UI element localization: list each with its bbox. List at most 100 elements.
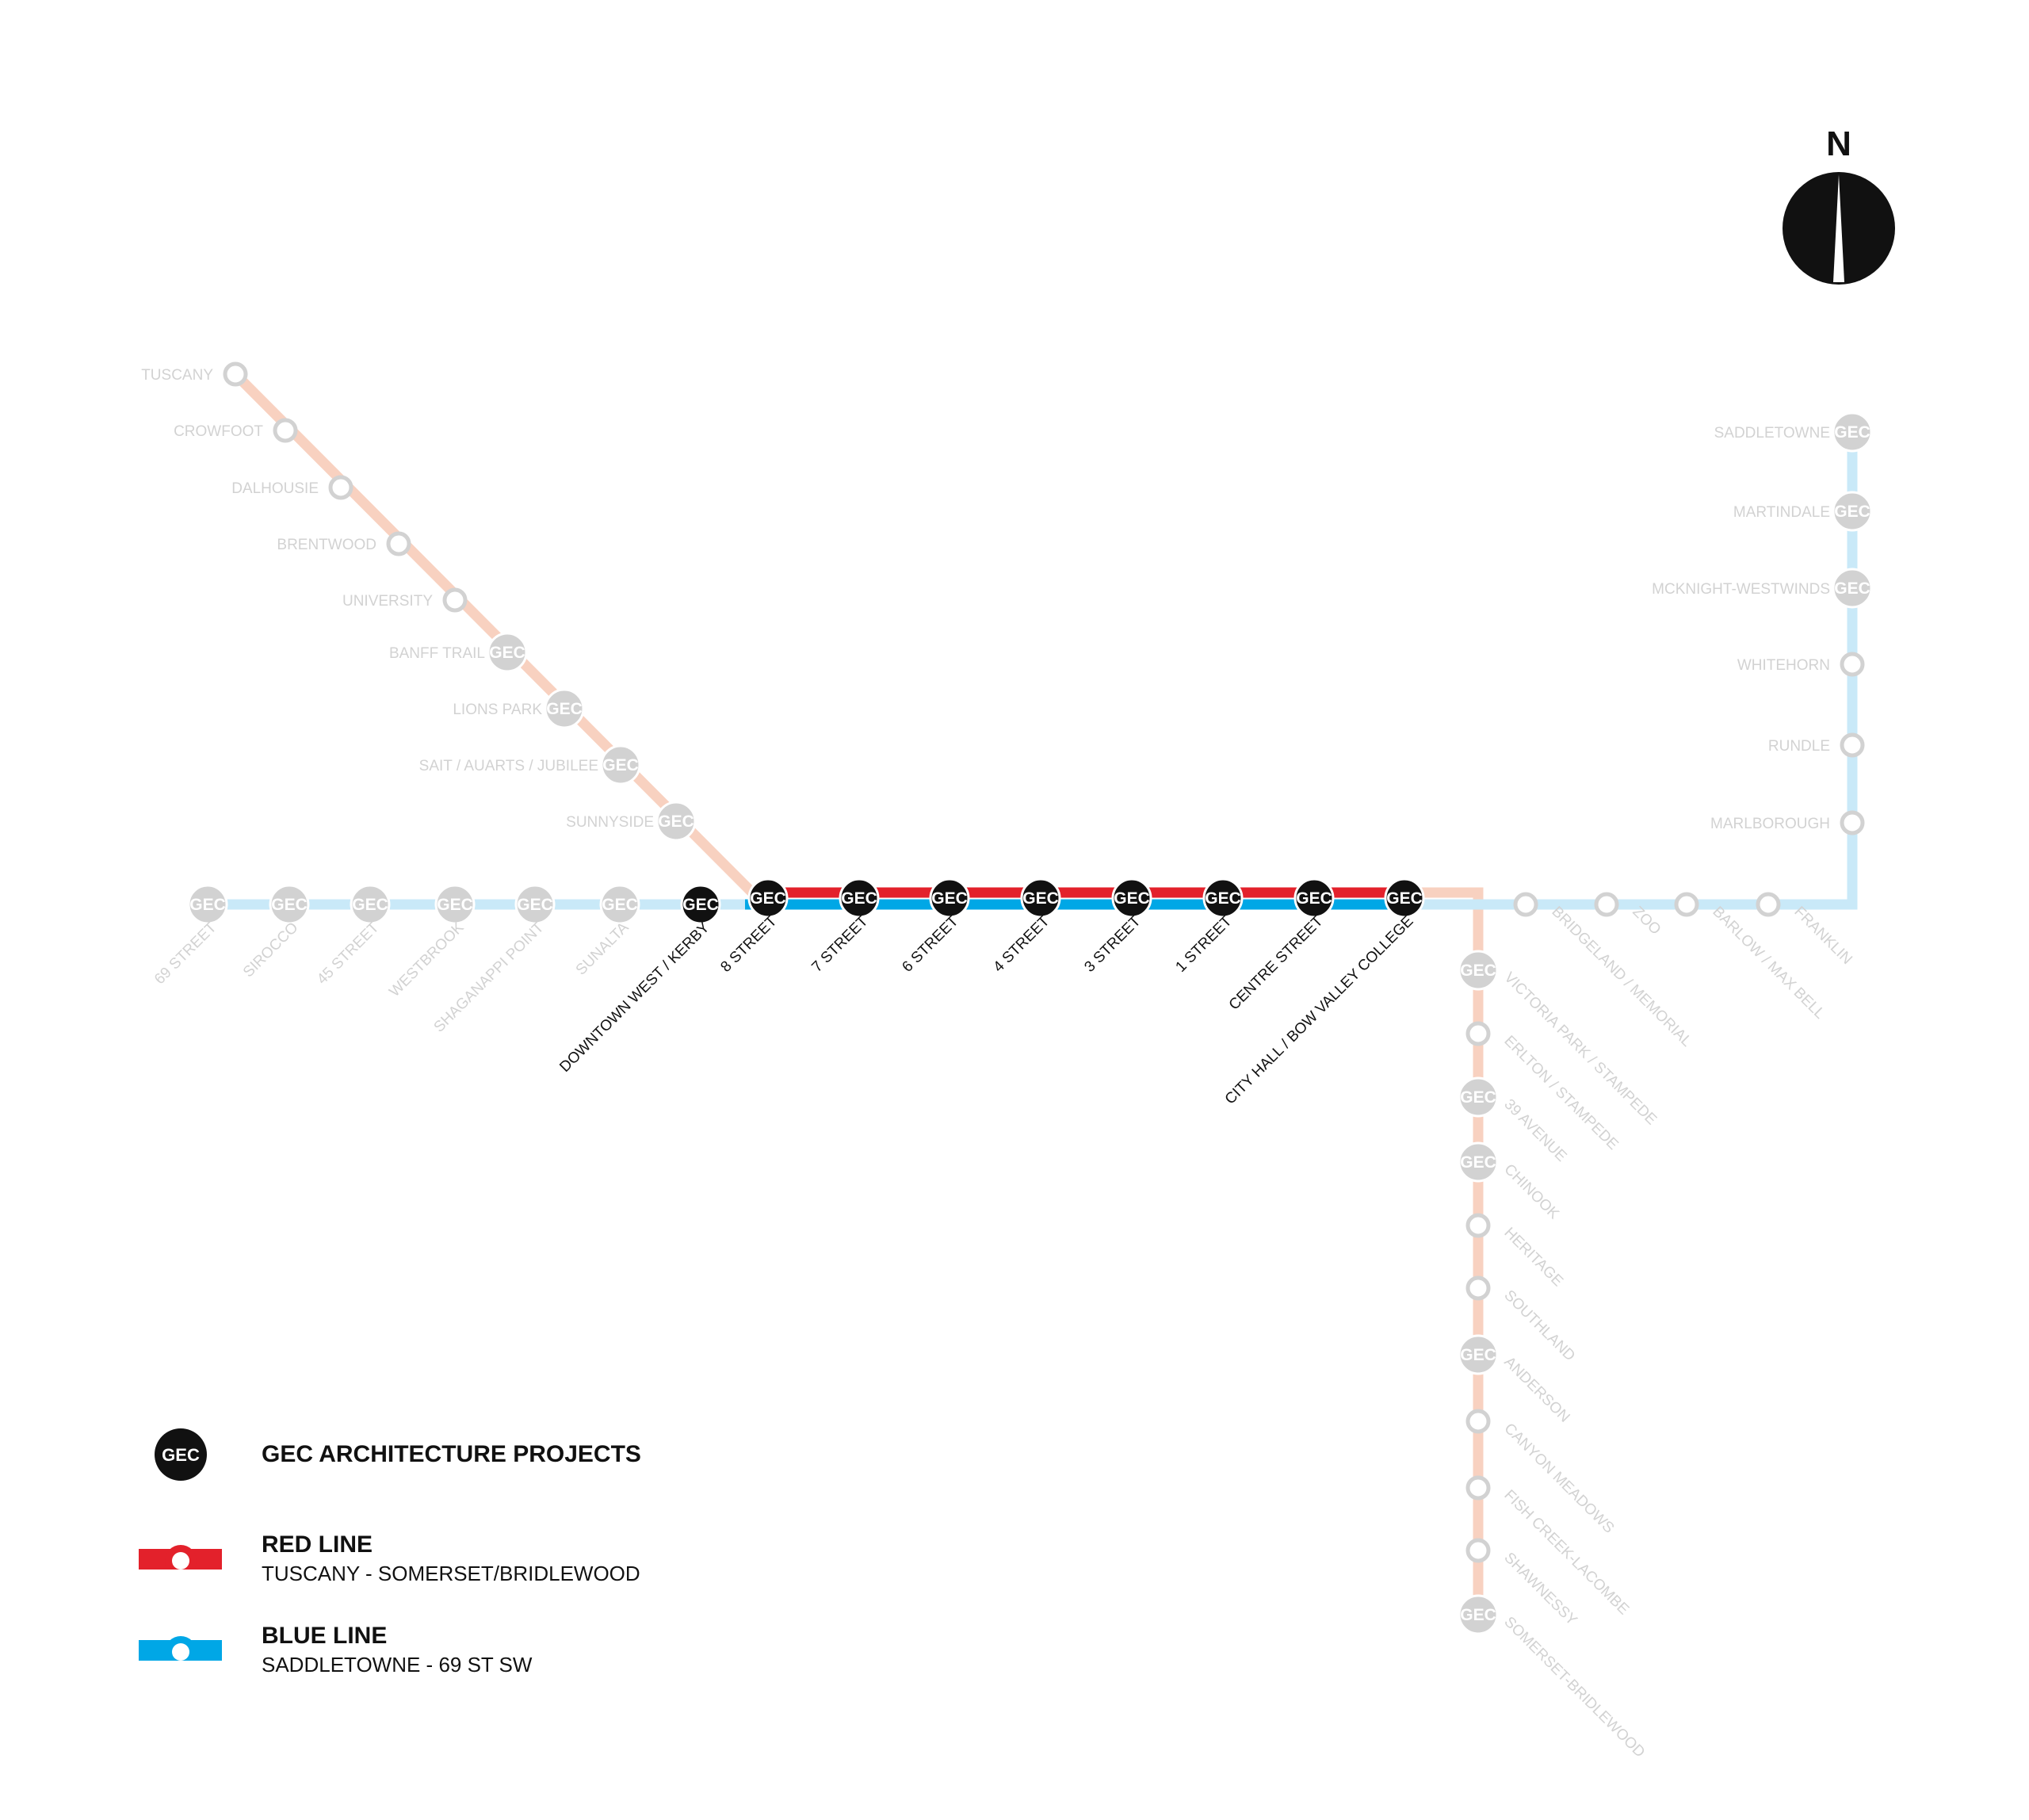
gec-badge-icon: [1458, 1334, 1499, 1375]
station-heritage[interactable]: [1465, 1213, 1491, 1238]
gec-badge-text: GEC: [602, 896, 638, 914]
gec-badge-icon: [1458, 1076, 1499, 1118]
gec-badge-text: GEC: [546, 700, 583, 718]
gec-badge-text: GEC: [1460, 1153, 1496, 1172]
station-southland[interactable]: [1465, 1275, 1491, 1301]
legend: GEC GEC ARCHITECTURE PROJECTS RED LINE T…: [135, 1427, 848, 1696]
gec-badge-text: GEC: [1296, 889, 1332, 908]
station-8-street[interactable]: GEC: [747, 878, 789, 919]
gec-badge-icon: [1020, 878, 1061, 919]
gec-badge-icon: [1458, 1141, 1499, 1183]
station-erlton-stampede[interactable]: [1465, 1021, 1491, 1046]
station-3-street[interactable]: GEC: [1111, 878, 1152, 919]
station-ring-icon: [273, 418, 298, 443]
station-sait-auarts-jubilee[interactable]: GEC: [600, 744, 641, 786]
gec-badge-text: GEC: [602, 756, 639, 774]
station-brentwood[interactable]: [386, 531, 411, 556]
gec-badge-text: GEC: [1022, 889, 1059, 908]
station-label: TUSCANY: [141, 367, 213, 384]
gec-badge-text: GEC: [352, 896, 388, 914]
station-shawnessy[interactable]: [1465, 1538, 1491, 1563]
station-mcknight-westwinds[interactable]: GEC: [1832, 568, 1873, 609]
station-barlow-max-bell[interactable]: [1674, 892, 1699, 917]
gec-badge-icon: GEC: [155, 1428, 207, 1481]
station-zoo[interactable]: [1594, 892, 1619, 917]
legend-blue-line-title: BLUE LINE: [262, 1623, 388, 1649]
gec-badge-text: GEC: [1834, 423, 1870, 442]
gec-badge-text: GEC: [517, 896, 553, 914]
station-label: 39 AVENUE: [1500, 1096, 1569, 1165]
station-label: SOMERSET-BRIDLEWOOD: [1500, 1614, 1648, 1761]
station-dalhousie[interactable]: [328, 475, 353, 500]
station-banff-trail[interactable]: GEC: [487, 632, 528, 673]
station-westbrook[interactable]: GEC: [434, 884, 476, 925]
station-label: 4 STREET: [990, 912, 1053, 975]
gec-badge-text: GEC: [1460, 1606, 1496, 1624]
station-fish-creek-lacombe[interactable]: [1465, 1475, 1491, 1501]
station-crowfoot[interactable]: [273, 418, 298, 443]
gec-badge-text: GEC: [841, 889, 877, 908]
station-69-street[interactable]: GEC: [187, 884, 228, 925]
station-franklin[interactable]: [1756, 892, 1781, 917]
gec-badge-text: GEC: [162, 1445, 200, 1465]
station-ring-icon: [1465, 1275, 1491, 1301]
station-martindale[interactable]: GEC: [1832, 491, 1873, 532]
station-label: 6 STREET: [899, 912, 961, 975]
station-rundle[interactable]: [1840, 732, 1865, 758]
station-label: ERLTON / STAMPEDE: [1500, 1033, 1621, 1153]
station-anderson[interactable]: GEC: [1458, 1334, 1499, 1375]
station-downtown-west-kerby[interactable]: GEC: [680, 884, 721, 925]
station-label: DOWNTOWN WEST / KERBY: [556, 919, 713, 1075]
station-label: CANYON MEADOWS: [1500, 1420, 1617, 1537]
station-label: UNIVERSITY: [342, 593, 433, 610]
station-ring-icon: [1465, 1021, 1491, 1046]
gec-badge-icon: [1832, 568, 1873, 609]
station-victoria-park-stampede[interactable]: GEC: [1458, 950, 1499, 991]
gec-badge-text: GEC: [1386, 889, 1423, 908]
station-sirocco[interactable]: GEC: [269, 884, 310, 925]
station-shaganappi-point[interactable]: GEC: [514, 884, 556, 925]
gec-badge-icon: [187, 884, 228, 925]
station-label: 1 STREET: [1172, 912, 1235, 975]
red-line-swatch-icon: [139, 1545, 222, 1570]
station-bridgeland-memorial[interactable]: [1513, 892, 1538, 917]
station-label: HERITAGE: [1500, 1225, 1566, 1290]
station-tuscany[interactable]: [223, 361, 248, 387]
station-university[interactable]: [442, 587, 468, 613]
station-whitehorn[interactable]: [1840, 652, 1865, 677]
station-4-street[interactable]: GEC: [1020, 878, 1061, 919]
station-canyon-meadows[interactable]: [1465, 1409, 1491, 1434]
gec-badge-icon: [1458, 950, 1499, 991]
station-label: BANFF TRAIL: [389, 645, 485, 662]
station-somerset-bridlewood[interactable]: GEC: [1458, 1594, 1499, 1635]
station-chinook[interactable]: GEC: [1458, 1141, 1499, 1183]
station-label: FISH CREEK-LACOMBE: [1500, 1487, 1632, 1619]
station-label: ANDERSON: [1500, 1354, 1572, 1426]
station-sunalta[interactable]: GEC: [599, 884, 640, 925]
gec-badge-icon: [434, 884, 476, 925]
gec-badge-text: GEC: [1460, 1088, 1496, 1107]
station-centre-street[interactable]: GEC: [1293, 878, 1335, 919]
station-sunnyside[interactable]: GEC: [655, 801, 697, 842]
station-marlborough[interactable]: [1840, 810, 1865, 835]
station-city-hall-bow-valley-college[interactable]: GEC: [1384, 878, 1425, 919]
gec-badge-icon: [839, 878, 880, 919]
station-ring-icon: [1840, 732, 1865, 758]
station-label: WESTBROOK: [386, 919, 467, 1000]
legend-red-line-subtitle: TUSCANY - SOMERSET/BRIDLEWOOD: [262, 1562, 640, 1585]
station-label: SUNALTA: [573, 919, 632, 978]
gec-badge-text: GEC: [750, 889, 786, 908]
legend-red-line-title: RED LINE: [262, 1531, 373, 1558]
station-7-street[interactable]: GEC: [839, 878, 880, 919]
station-saddletowne[interactable]: GEC: [1832, 411, 1873, 453]
station-39-avenue[interactable]: GEC: [1458, 1076, 1499, 1118]
station-lions-park[interactable]: GEC: [544, 688, 585, 729]
gec-badge-text: GEC: [658, 812, 694, 831]
station-1-street[interactable]: GEC: [1202, 878, 1244, 919]
station-6-street[interactable]: GEC: [929, 878, 970, 919]
gec-badge-text: GEC: [1834, 579, 1870, 598]
station-ring-icon: [328, 475, 353, 500]
station-45-street[interactable]: GEC: [350, 884, 391, 925]
station-label: SADDLETOWNE: [1714, 425, 1830, 442]
